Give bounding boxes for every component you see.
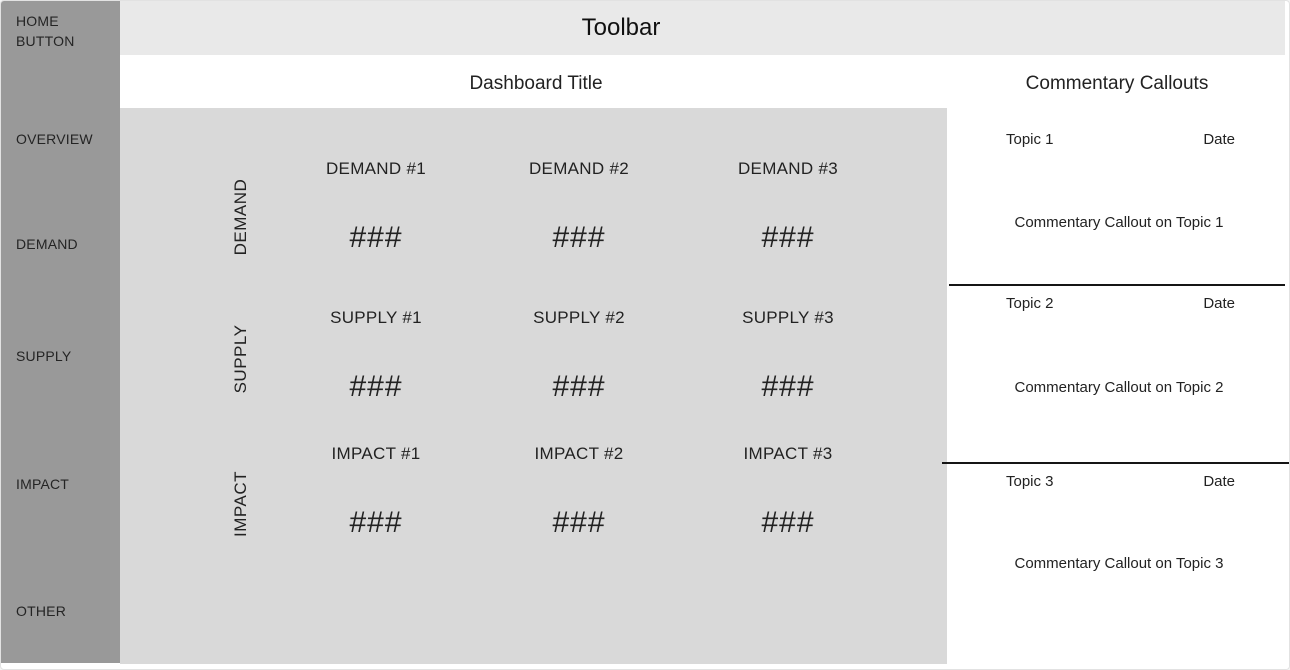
- commentary-body: Commentary Callout on Topic 2: [1014, 379, 1224, 396]
- metric-title: IMPACT #1: [331, 444, 421, 463]
- metric-cell-supply-3: SUPPLY #3 ###: [683, 307, 893, 405]
- metrics-panel: DEMAND SUPPLY IMPACT DEMAND #1 ### DEMAN…: [120, 108, 947, 664]
- metric-value: ###: [349, 506, 403, 539]
- metric-cell-demand-3: DEMAND #3 ###: [683, 158, 893, 256]
- metric-value: ###: [552, 370, 606, 403]
- metric-value: ###: [349, 221, 403, 254]
- toolbar: Toolbar: [120, 1, 1285, 55]
- commentary-panel-title: Commentary Callouts: [1025, 73, 1209, 94]
- row-label-demand: DEMAND: [231, 178, 250, 256]
- topic-label: Topic 1: [1006, 131, 1054, 148]
- date-label: Date: [1203, 473, 1235, 490]
- section-divider: [942, 462, 1289, 464]
- row-label-impact: IMPACT: [231, 471, 250, 537]
- commentary-header-row: Topic 1 Date: [1006, 129, 1235, 151]
- metric-cell-supply-2: SUPPLY #2 ###: [474, 307, 684, 405]
- metric-cell-supply-1: SUPPLY #1 ###: [271, 307, 481, 405]
- commentary-header-row: Topic 2 Date: [1006, 293, 1235, 315]
- toolbar-title: Toolbar: [581, 14, 661, 41]
- commentary-panel: Topic 1 Date Commentary Callout on Topic…: [942, 108, 1289, 669]
- metric-cell-demand-1: DEMAND #1 ###: [271, 158, 481, 256]
- sidebar-item-demand[interactable]: DEMAND: [16, 236, 78, 252]
- date-label: Date: [1203, 131, 1235, 148]
- metric-cell-impact-3: IMPACT #3 ###: [683, 443, 893, 541]
- metric-value: ###: [761, 221, 815, 254]
- section-divider: [949, 284, 1285, 286]
- sidebar-item-other[interactable]: OTHER: [16, 603, 66, 619]
- topic-label: Topic 3: [1006, 473, 1054, 490]
- date-label: Date: [1203, 295, 1235, 312]
- metric-cell-impact-2: IMPACT #2 ###: [474, 443, 684, 541]
- metric-value: ###: [552, 221, 606, 254]
- metric-title: SUPPLY #3: [742, 308, 834, 327]
- metric-value: ###: [761, 506, 815, 539]
- row-label-supply: SUPPLY: [231, 324, 250, 394]
- metric-cell-impact-1: IMPACT #1 ###: [271, 443, 481, 541]
- commentary-body: Commentary Callout on Topic 3: [1014, 555, 1224, 572]
- sidebar: HOME BUTTON OVERVIEW DEMAND SUPPLY IMPAC…: [1, 1, 120, 663]
- metric-value: ###: [761, 370, 815, 403]
- metric-title: DEMAND #2: [528, 159, 629, 178]
- metric-title: IMPACT #2: [534, 444, 624, 463]
- commentary-header-row: Topic 3 Date: [1006, 471, 1235, 493]
- topic-label: Topic 2: [1006, 295, 1054, 312]
- metric-title: DEMAND #3: [737, 159, 838, 178]
- sidebar-item-overview[interactable]: OVERVIEW: [16, 131, 93, 147]
- sidebar-item-home[interactable]: HOME BUTTON: [16, 13, 75, 49]
- commentary-body: Commentary Callout on Topic 1: [1014, 214, 1224, 231]
- metric-title: SUPPLY #2: [533, 308, 625, 327]
- metric-value: ###: [349, 370, 403, 403]
- page-title: Dashboard Title: [469, 73, 603, 94]
- metric-title: DEMAND #1: [325, 159, 426, 178]
- metric-title: SUPPLY #1: [330, 308, 422, 327]
- sidebar-item-supply[interactable]: SUPPLY: [16, 348, 72, 364]
- metric-title: IMPACT #3: [743, 444, 833, 463]
- metric-cell-demand-2: DEMAND #2 ###: [474, 158, 684, 256]
- sidebar-item-impact[interactable]: IMPACT: [16, 476, 70, 492]
- metric-value: ###: [552, 506, 606, 539]
